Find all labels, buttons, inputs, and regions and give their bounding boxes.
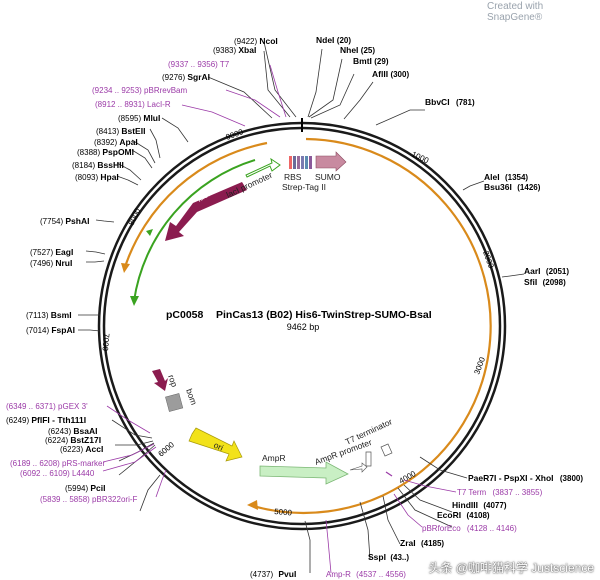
site-bsmi: (7113) BsmI bbox=[26, 310, 72, 320]
strep-box-3 bbox=[301, 156, 304, 169]
strep-box-1 bbox=[293, 156, 296, 169]
site-paer7i-pspxi-xhoi: PaeR7I - PspXI - XhoI (3800) bbox=[468, 473, 583, 483]
sumo-arrow bbox=[315, 151, 347, 172]
site-bsshii: (8184) BssHII bbox=[72, 160, 124, 170]
site-sfii: SfiI (2098) bbox=[524, 277, 566, 287]
t7-terminator-box bbox=[380, 443, 393, 457]
site-pflfi-tth111i: (6249) PflFI - Tth111I bbox=[6, 415, 86, 425]
t7-terminator-marker bbox=[365, 451, 372, 467]
ori-arrow bbox=[188, 427, 243, 462]
site-bbvci: BbvCI (781) bbox=[425, 97, 475, 107]
t7-term-primer-mark bbox=[385, 471, 393, 477]
plasmid-size: 9462 bp bbox=[287, 322, 320, 332]
site-xbai: (9383) XbaI bbox=[213, 45, 256, 55]
site-bstz17i: (6224) BstZ17I bbox=[45, 435, 101, 445]
site-acci: (6223) AccI bbox=[60, 444, 103, 454]
label-strep: Strep-Tag II bbox=[282, 182, 326, 192]
tick-2000: 2000 bbox=[481, 250, 496, 270]
site-pspomi: (8388) PspOMI bbox=[77, 147, 134, 157]
primer-t7: (9337 .. 9356) T7 bbox=[168, 60, 230, 69]
strep-box-4 bbox=[305, 156, 308, 169]
lacI-orf-arrowhead bbox=[121, 263, 130, 273]
primer-pgex3: (6349 .. 6371) pGEX 3' bbox=[6, 402, 88, 411]
site-bsu36i: Bsu36I (1426) bbox=[484, 182, 541, 192]
site-mlui: (8595) MluI bbox=[118, 113, 160, 123]
site-bsteii: (8413) BstEII bbox=[96, 126, 145, 136]
strep-box-5 bbox=[309, 156, 312, 169]
rbs-box bbox=[289, 156, 292, 169]
site-connectors bbox=[78, 41, 525, 574]
tick-7000: 7000 bbox=[100, 333, 111, 352]
site-bmti: BmtI (29) bbox=[353, 56, 389, 66]
label-rbs: RBS bbox=[284, 172, 302, 182]
primer-laci-r: (8912 .. 8931) LacI-R bbox=[95, 100, 171, 109]
site-eagi: (7527) EagI bbox=[30, 247, 73, 257]
site-hindiii: HindIII (4077) bbox=[452, 500, 507, 510]
cas13-orf-arrowhead bbox=[247, 500, 258, 510]
strep-box-2 bbox=[297, 156, 300, 169]
site-ecori: EcoRI (4108) bbox=[437, 510, 490, 520]
label-ori: ori bbox=[212, 440, 225, 453]
lacI-feature-arrow bbox=[165, 182, 247, 241]
site-aari: AarI (2051) bbox=[524, 266, 569, 276]
snapgene-watermark: Created with SnapGene® bbox=[487, 1, 544, 23]
label-sumo: SUMO bbox=[315, 172, 341, 182]
site-hpai: (8093) HpaI bbox=[75, 172, 119, 182]
site-alei: AleI (1354) bbox=[484, 172, 528, 182]
tick-5000: 5000 bbox=[274, 507, 293, 518]
lacI-promoter-arrow bbox=[245, 157, 281, 178]
rop-arrow bbox=[152, 369, 168, 391]
site-nrui: (7496) NruI bbox=[30, 258, 72, 268]
label-rop: rop bbox=[166, 373, 180, 388]
site-pvui: (4737) PvuI bbox=[250, 569, 296, 579]
tick-8000: 8000 bbox=[127, 206, 143, 226]
lacI-green-arc bbox=[133, 159, 256, 302]
site-bsaai: (6243) BsaAI bbox=[48, 426, 97, 436]
site-sgrai: (9276) SgrAI bbox=[162, 72, 210, 82]
lacI-green-arrow bbox=[130, 296, 139, 306]
footer-watermark: 头条 @咖啡猫科学 Justscience bbox=[428, 561, 594, 575]
tick-6000: 6000 bbox=[157, 440, 177, 459]
site-ncoi: (9422) NcoI bbox=[234, 36, 278, 46]
primer-t7-term: T7 Term (3837 .. 3855) bbox=[457, 488, 543, 497]
primer-pbr322ori-f: (5839 .. 5858) pBR322ori-F bbox=[40, 495, 138, 504]
site-pshai: (7754) PshAI bbox=[40, 216, 89, 226]
site-pcii: (5994) PciI bbox=[65, 483, 105, 493]
site-apai: (8392) ApaI bbox=[94, 137, 138, 147]
label-bom: bom bbox=[184, 387, 199, 406]
ampr-promoter-arrow bbox=[349, 462, 368, 473]
primer-l4440: (6092 .. 6109) L4440 bbox=[20, 469, 95, 478]
primer-amp-r: Amp-R (4537 .. 4556) bbox=[326, 570, 406, 579]
primer-pbrforeco: pBRforEco (4128 .. 4146) bbox=[422, 524, 517, 533]
lacI-orf-arc bbox=[122, 141, 268, 271]
site-ndei: NdeI (20) bbox=[316, 35, 351, 45]
label-ampr: AmpR bbox=[262, 453, 286, 463]
plasmid-name: pC0058 bbox=[166, 309, 204, 321]
label-ampr-promoter: AmpR promoter bbox=[313, 437, 373, 467]
green-small-arrow bbox=[146, 229, 153, 236]
primer-pbrrevbam: (9234 .. 9253) pBRrevBam bbox=[92, 86, 188, 95]
site-sspi: SspI (43..) bbox=[368, 552, 409, 562]
ampr-arrow bbox=[259, 461, 349, 485]
site-zrai: ZraI (4185) bbox=[400, 538, 444, 548]
site-nhei: NheI (25) bbox=[340, 45, 375, 55]
site-fspai: (7014) FspAI bbox=[26, 325, 75, 335]
primer-prs-marker: (6189 .. 6208) pRS-marker bbox=[10, 459, 106, 468]
bom-box bbox=[165, 393, 184, 412]
site-aflii: AflII (300) bbox=[372, 69, 409, 79]
cas13-orf-arc bbox=[252, 137, 492, 515]
plasmid-title: PinCas13 (B02) His6-TwinStrep-SUMO-BsaI bbox=[216, 309, 432, 321]
